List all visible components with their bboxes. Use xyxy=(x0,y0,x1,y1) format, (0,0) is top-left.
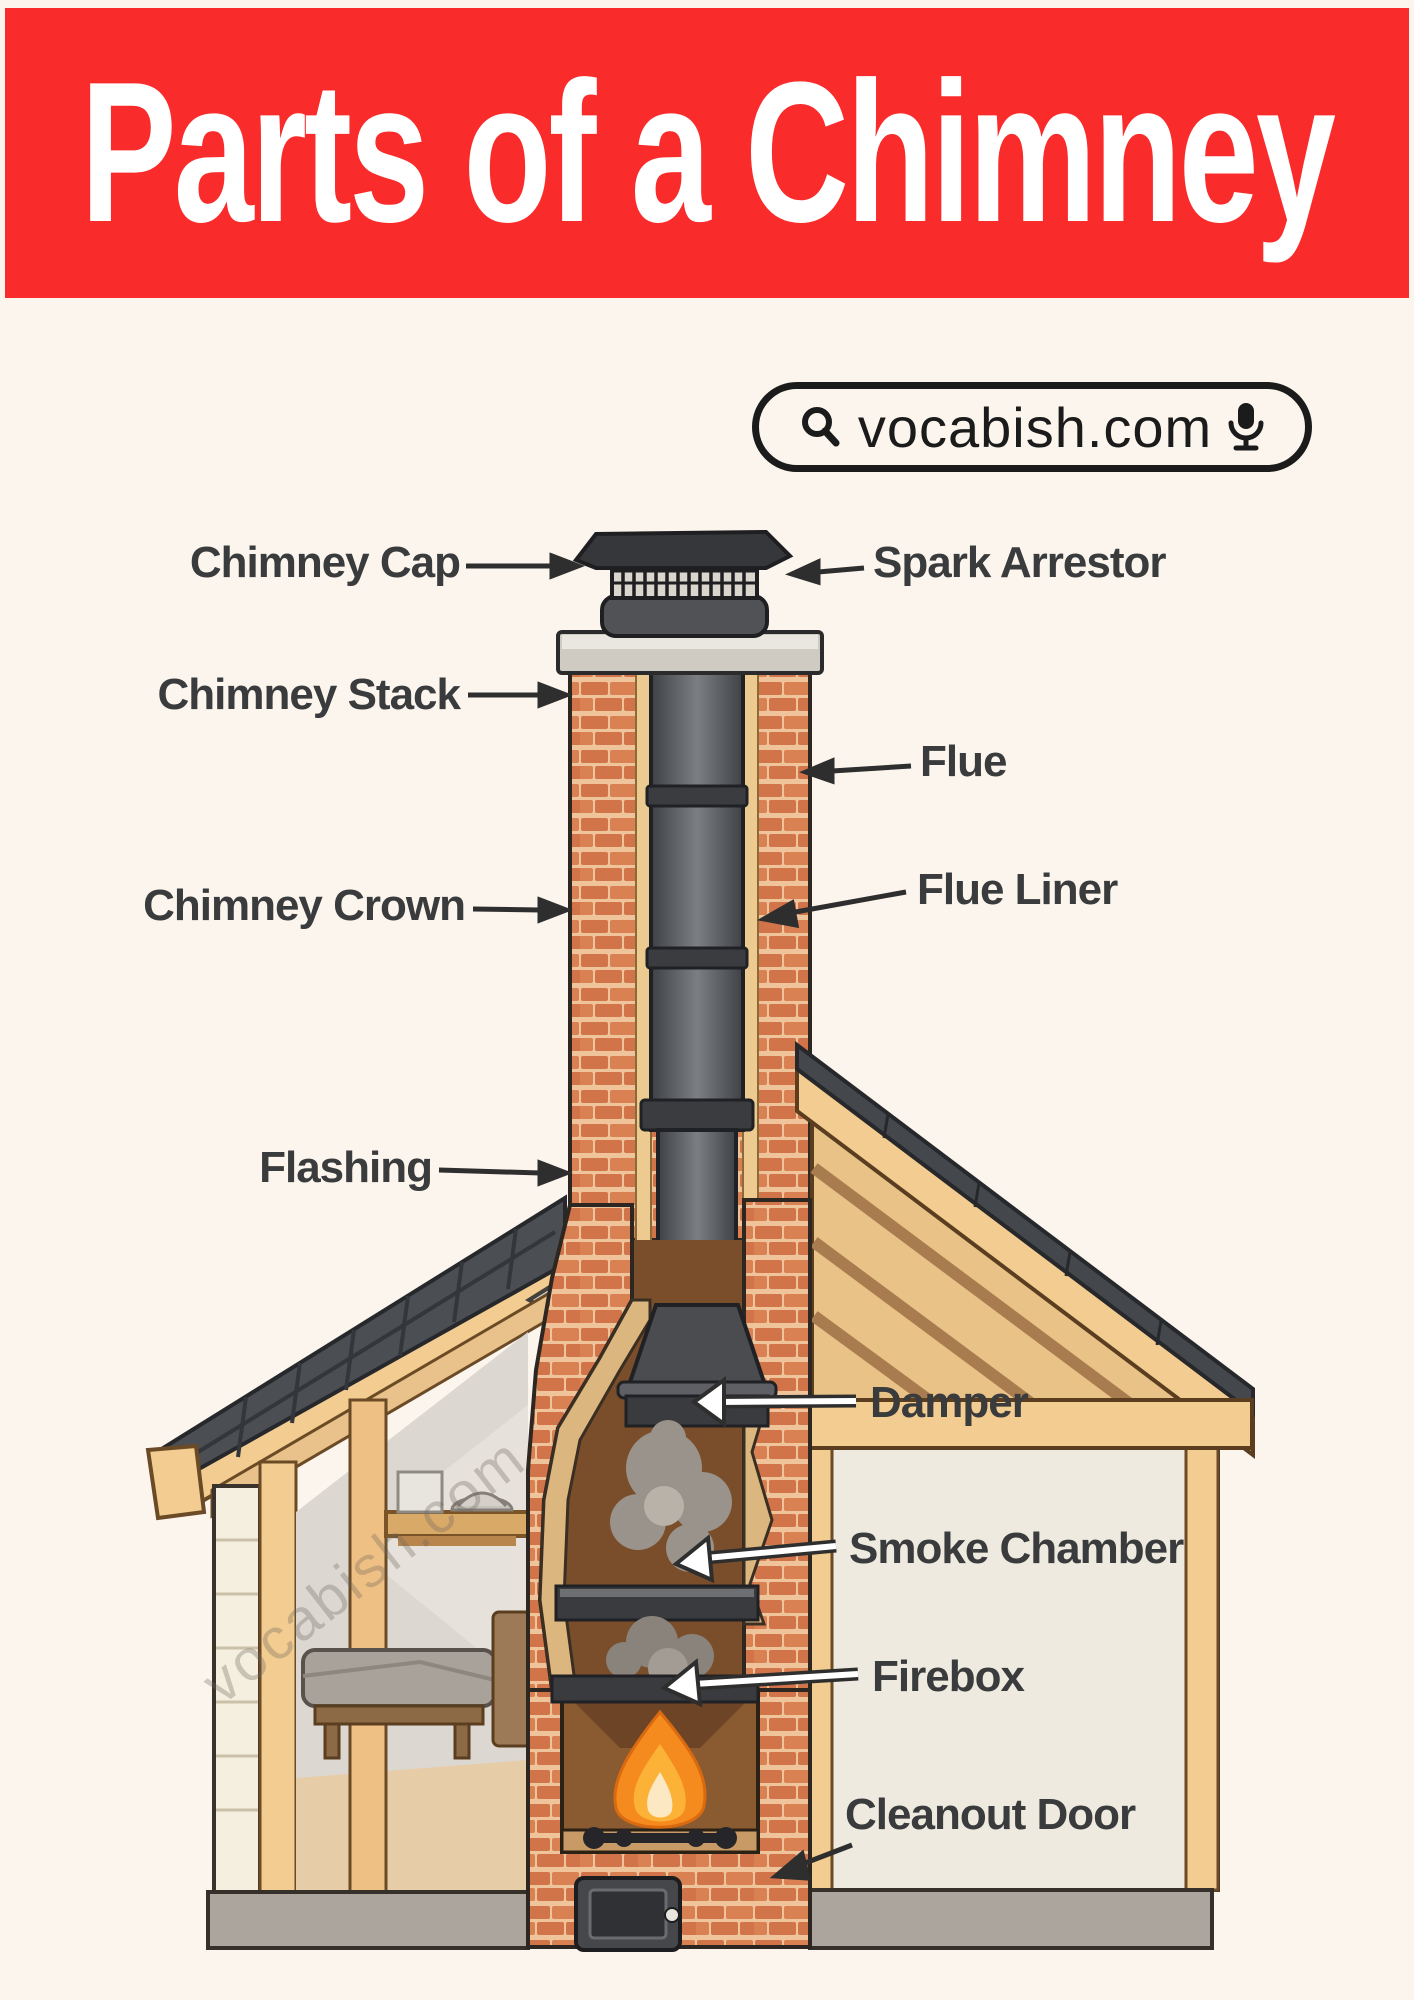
search-icon xyxy=(798,404,844,450)
label-flashing: Flashing xyxy=(259,1143,433,1192)
badge-url: vocabish.com xyxy=(857,395,1213,459)
microphone-icon xyxy=(1226,401,1266,453)
flue-pipe xyxy=(639,648,755,1312)
label-chimney-stack: Chimney Stack xyxy=(157,670,461,719)
chimney-cutaway xyxy=(526,1198,812,1949)
label-chimney-crown: Chimney Crown xyxy=(143,881,466,930)
label-smoke-chamber: Smoke Chamber xyxy=(849,1524,1184,1573)
vocabish-badge: vocabish.com xyxy=(752,382,1312,472)
annotation-arrows xyxy=(438,552,912,1881)
label-cleanout-door: Cleanout Door xyxy=(845,1790,1136,1839)
chimney-cap-group xyxy=(572,529,794,638)
label-spark-arrestor: Spark Arrestor xyxy=(873,538,1166,587)
cabinet xyxy=(491,1610,533,1748)
firebox-group xyxy=(606,1616,714,1688)
bed xyxy=(301,1648,497,1760)
label-flue-liner: Flue Liner xyxy=(917,865,1118,914)
fire xyxy=(583,1709,737,1849)
foundation-left xyxy=(206,1890,530,1950)
label-firebox: Firebox xyxy=(872,1652,1025,1701)
cleanout-door-group xyxy=(574,1876,682,1952)
right-roof xyxy=(795,1040,1255,1460)
foundation-right xyxy=(808,1888,1214,1950)
label-chimney-cap: Chimney Cap xyxy=(189,538,461,587)
interior-post xyxy=(348,1398,388,1894)
right-wall xyxy=(808,1398,1254,1892)
shelf-box xyxy=(396,1470,444,1514)
title-banner: Parts of a Chimney xyxy=(5,8,1409,298)
fireplace-block xyxy=(526,1674,812,1952)
label-damper: Damper xyxy=(870,1378,1029,1427)
left-wall xyxy=(210,1281,567,1894)
page-title: Parts of a Chimney xyxy=(80,41,1336,264)
chimney-crown-group xyxy=(556,630,824,675)
damper-group xyxy=(616,1303,778,1428)
label-flue: Flue xyxy=(920,737,1007,786)
white-arrows xyxy=(660,1376,859,1708)
